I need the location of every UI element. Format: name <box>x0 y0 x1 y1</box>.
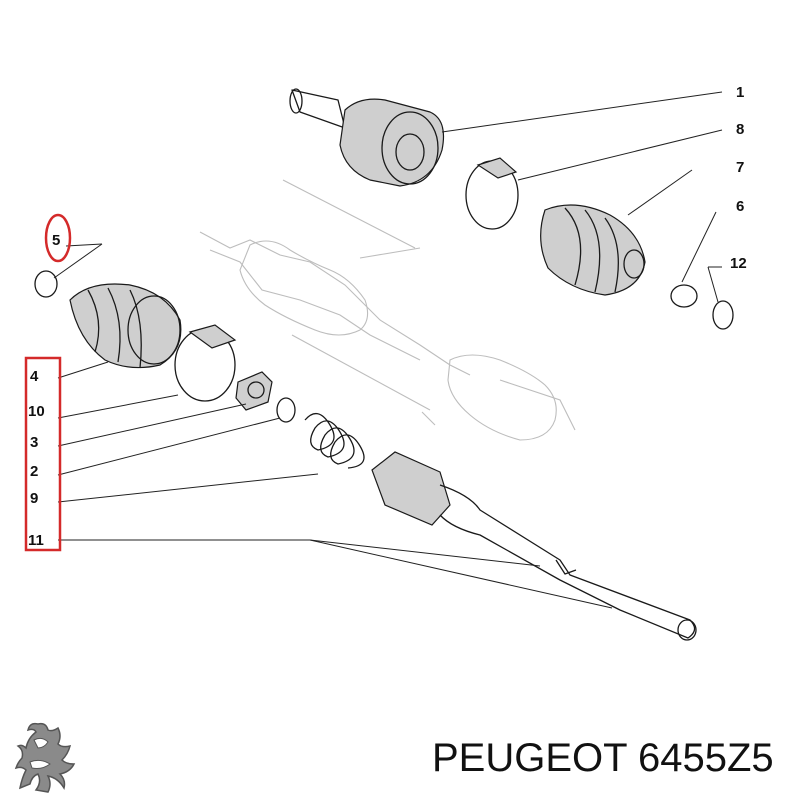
highlight-box-left-callouts <box>24 356 62 552</box>
part-7-boot <box>540 204 646 296</box>
part-6-small-clamp <box>670 284 698 308</box>
callout-8: 8 <box>736 121 744 138</box>
callout-9: 9 <box>30 490 38 507</box>
assembled-shaft-ghost <box>199 179 576 441</box>
callout-4: 4 <box>30 368 39 385</box>
part-2-circlip <box>276 397 296 423</box>
callout-11: 11 <box>28 532 44 549</box>
part-number: 6455Z5 <box>638 736 774 780</box>
part-9-spring <box>304 413 365 469</box>
part-12-circlip <box>712 300 734 330</box>
callout-10: 10 <box>28 403 45 420</box>
highlight-circle-part-5 <box>44 213 72 263</box>
callout-12: 12 <box>730 255 747 272</box>
peugeot-lion-logo <box>14 722 76 793</box>
brand-name: PEUGEOT <box>432 736 627 780</box>
callout-5: 5 <box>52 232 60 249</box>
callout-6: 6 <box>736 198 744 215</box>
leader-lines <box>53 91 723 609</box>
callout-2: 2 <box>30 463 38 480</box>
part-3-tripod <box>235 371 273 411</box>
callout-1: 1 <box>736 84 744 101</box>
callout-7: 7 <box>736 159 744 176</box>
part-11-housing-shaft <box>371 451 697 641</box>
part-5-small-clamp <box>34 270 58 298</box>
part-1-outer-cv-joint <box>289 88 445 187</box>
callout-3: 3 <box>30 434 38 451</box>
part-10-large-clamp <box>174 324 237 402</box>
part-4-inner-boot <box>69 283 182 369</box>
brand-part-number: PEUGEOT 6455Z5 <box>432 738 774 778</box>
part-8-clamp <box>465 157 519 230</box>
